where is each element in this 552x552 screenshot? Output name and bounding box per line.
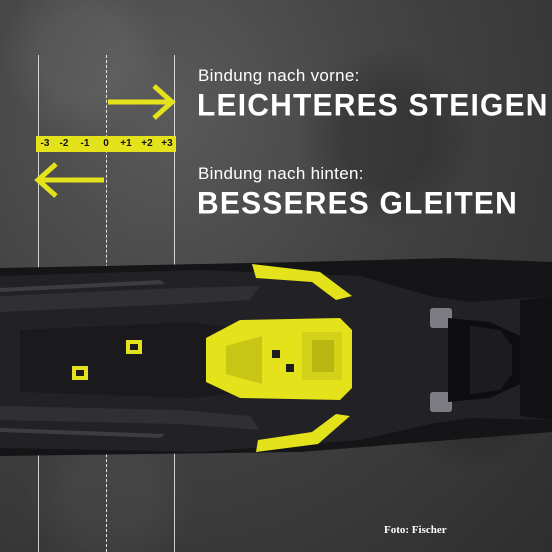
scale-tick: -2 <box>59 138 69 149</box>
scale-tick: +3 <box>161 138 173 149</box>
scale-tick: +2 <box>141 138 153 149</box>
forward-caption: Bindung nach vorne: <box>198 66 360 85</box>
scale-tick: -1 <box>80 138 90 149</box>
position-scale: -3 -2 -1 0 +1 +2 +3 <box>36 136 176 152</box>
backward-caption: Bindung nach hinten: <box>198 164 364 183</box>
photo-credit: Foto: Fischer <box>384 524 447 536</box>
forward-headline: LEICHTERES STEIGEN <box>197 88 549 123</box>
scale-tick: -3 <box>40 138 50 149</box>
scale-tick: +1 <box>120 138 132 149</box>
backward-headline: BESSERES GLEITEN <box>197 186 518 221</box>
scale-tick: 0 <box>103 138 109 149</box>
